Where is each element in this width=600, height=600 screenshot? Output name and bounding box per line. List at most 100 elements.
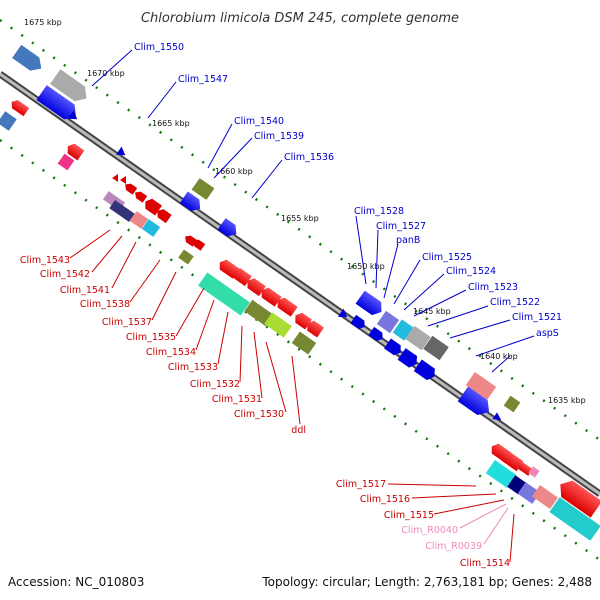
gene-label: Clim_1525 xyxy=(422,252,472,263)
gene-feature xyxy=(12,44,42,71)
gene-feature xyxy=(198,272,250,316)
gene-label: Clim_1516 xyxy=(360,494,410,505)
gene-feature xyxy=(11,100,30,117)
accession-text: Accession: NC_010803 xyxy=(8,575,144,589)
gene-feature xyxy=(277,297,298,317)
gene-label: Clim_1538 xyxy=(80,299,130,310)
gene-feature xyxy=(528,466,540,478)
reverse-leader-lines xyxy=(69,229,515,563)
gene-label: Clim_1527 xyxy=(376,221,426,232)
gene-feature xyxy=(120,176,126,184)
kbp-label: 1655 kbp xyxy=(281,214,319,223)
gene-feature xyxy=(485,459,517,489)
forward-features xyxy=(12,44,521,421)
gene-feature xyxy=(397,348,418,368)
gene-feature xyxy=(217,218,237,237)
gene-label: Clim_1539 xyxy=(254,131,304,142)
gene-feature xyxy=(413,359,435,381)
gene-feature xyxy=(261,287,282,307)
gene-feature xyxy=(50,69,87,102)
gene-feature xyxy=(465,371,497,401)
gene-feature xyxy=(135,191,148,203)
gene-feature xyxy=(384,338,401,356)
gene-label: Clim_1514 xyxy=(460,558,510,569)
kbp-label: 1645 kbp xyxy=(413,307,451,316)
gene-label: Clim_1521 xyxy=(512,312,562,323)
gene-feature xyxy=(392,319,414,341)
rna-gene-labels: Clim_R0040 Clim_R0039 xyxy=(401,525,482,552)
kbp-label: 1640 kbp xyxy=(480,352,518,361)
gene-feature xyxy=(109,200,135,222)
gene-feature xyxy=(115,146,126,156)
topology-text: Topology: circular; Length: 2,763,181 bp… xyxy=(261,575,592,589)
kbp-label: 1675 kbp xyxy=(24,18,62,27)
gene-feature xyxy=(350,314,365,329)
gene-feature xyxy=(264,312,292,338)
gene-label: Clim_1535 xyxy=(126,332,176,343)
outer-tick-track xyxy=(0,18,600,442)
gene-feature xyxy=(193,239,206,251)
gene-label: Clim_1536 xyxy=(284,152,334,163)
reverse-gene-labels: Clim_1543 Clim_1542 Clim_1541 Clim_1538 … xyxy=(20,255,510,569)
gene-label: panB xyxy=(396,235,420,246)
gene-feature xyxy=(560,480,600,518)
gene-feature xyxy=(141,219,161,237)
gene-feature xyxy=(405,325,431,351)
gene-feature xyxy=(129,211,149,229)
gene-label: Clim_1528 xyxy=(354,206,404,217)
gene-feature xyxy=(376,310,400,334)
gene-feature xyxy=(233,268,252,287)
gene-label: Clim_R0040 xyxy=(401,525,458,536)
genome-backbone xyxy=(0,71,600,497)
gene-label: Clim_1517 xyxy=(336,479,386,490)
gene-feature xyxy=(247,278,266,297)
gene-feature xyxy=(112,174,118,182)
gene-feature xyxy=(531,484,559,510)
gene-feature xyxy=(368,326,383,341)
gene-label: Clim_1542 xyxy=(40,269,90,280)
inner-tick-track xyxy=(0,138,600,562)
gene-feature xyxy=(291,331,317,355)
gene-feature xyxy=(492,412,502,421)
gene-feature xyxy=(0,111,17,131)
kbp-label: 1660 kbp xyxy=(215,167,253,176)
gene-feature xyxy=(191,178,215,200)
gene-label: Clim_1522 xyxy=(490,297,540,308)
kbp-label: 1635 kbp xyxy=(548,396,586,405)
gene-feature xyxy=(549,497,600,541)
gene-label: Clim_1530 xyxy=(234,409,284,420)
gene-label: ddl xyxy=(291,425,306,436)
gene-label: Clim_1541 xyxy=(60,285,110,296)
gene-feature xyxy=(57,153,75,171)
gene-feature xyxy=(125,183,138,195)
gene-feature xyxy=(36,85,77,120)
gene-label: Clim_1540 xyxy=(234,116,284,127)
gene-label: aspS xyxy=(536,328,559,339)
gene-feature xyxy=(244,299,274,327)
gene-feature xyxy=(457,386,490,415)
gene-feature xyxy=(178,249,194,265)
gene-label: Clim_1532 xyxy=(190,379,240,390)
forward-gene-labels: Clim_1550 Clim_1547 Clim_1540 Clim_1539 … xyxy=(134,42,562,339)
gene-label: Clim_1534 xyxy=(146,347,196,358)
gene-label: Clim_1547 xyxy=(178,74,228,85)
gene-feature xyxy=(517,482,541,504)
gene-feature xyxy=(337,308,348,318)
gene-label: Clim_1524 xyxy=(446,266,496,277)
gene-feature xyxy=(503,395,521,413)
gene-feature xyxy=(179,191,201,212)
gene-feature xyxy=(67,110,78,120)
gene-label: Clim_1537 xyxy=(102,317,152,328)
rna-leader-lines xyxy=(459,503,509,545)
gene-feature xyxy=(307,320,324,338)
gene-label: Clim_1550 xyxy=(134,42,184,53)
gene-feature xyxy=(157,209,172,224)
reverse-features xyxy=(0,100,600,541)
gene-feature xyxy=(67,143,85,161)
kbp-label: 1650 kbp xyxy=(347,262,385,271)
gene-feature xyxy=(355,290,382,316)
gene-feature xyxy=(423,335,449,361)
gene-label: Clim_1523 xyxy=(468,282,518,293)
gene-label: Clim_1531 xyxy=(212,394,262,405)
